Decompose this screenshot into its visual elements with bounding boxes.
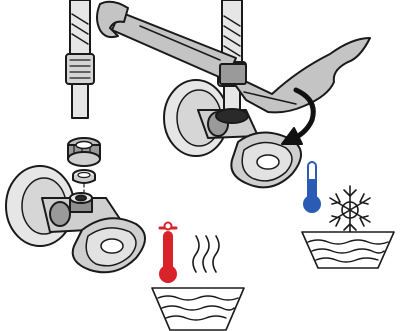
cold-water-basin-icon: [301, 231, 395, 269]
upper-supply-pipe-icon: [65, 0, 95, 119]
snowflake-icon: [329, 185, 371, 235]
upper-angle-valve-icon: [163, 0, 302, 189]
compression-ring-icon: [72, 169, 96, 197]
wrench-icon: [96, 0, 371, 114]
lower-angle-valve-icon: [5, 165, 146, 274]
tighten-arrow-icon: [281, 87, 316, 145]
hot-thermometer-icon: [158, 221, 178, 283]
compression-nut-icon: [67, 137, 101, 167]
hot-water-basin-icon: [151, 235, 245, 331]
cold-thermometer-icon: [303, 161, 321, 213]
